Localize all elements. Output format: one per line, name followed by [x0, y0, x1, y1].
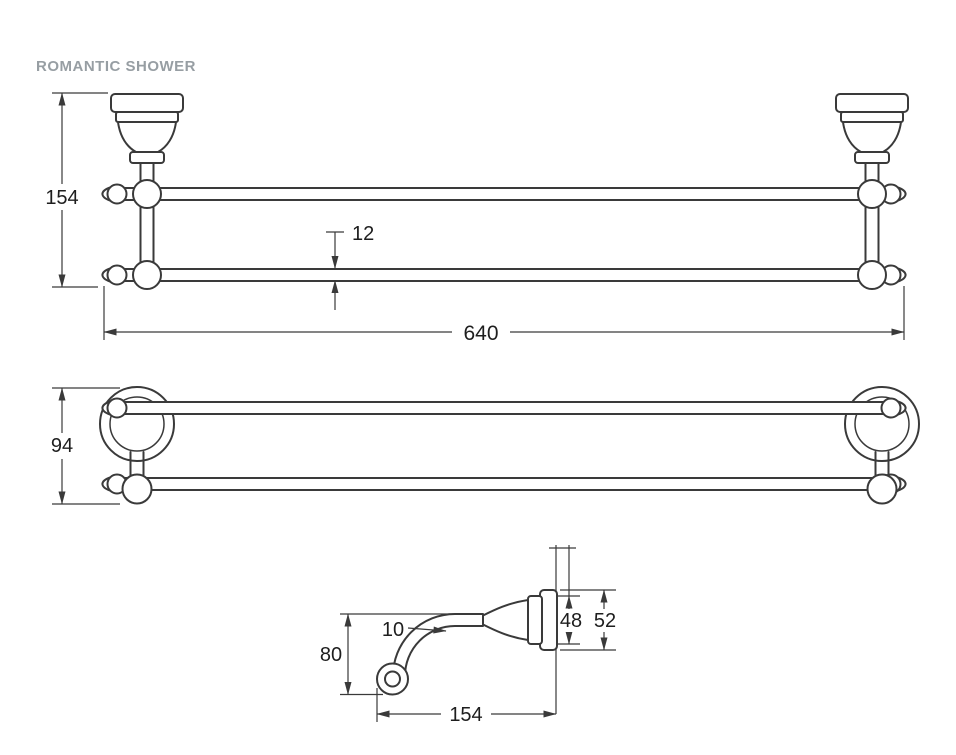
left-wall-mount [110, 93, 184, 263]
plan-view: 94 [43, 386, 920, 505]
post-ball [132, 260, 162, 290]
post-ball [857, 260, 887, 290]
mount-bell [842, 121, 902, 153]
flange-outer [844, 386, 920, 462]
dim-label-80: 80 [320, 644, 342, 666]
post-ball [132, 179, 162, 209]
bottom-rail [101, 473, 907, 495]
dim-label-154: 154 [449, 704, 482, 726]
rail-end-ball [106, 264, 128, 286]
rail-end-ball [106, 397, 128, 419]
dim-label-94: 94 [51, 435, 73, 457]
dim-label-bg [441, 701, 491, 727]
bar-holder-hole [384, 670, 401, 688]
dim-label-bg [314, 643, 347, 668]
rail-body [121, 187, 887, 201]
elevation-view: 154 12 640 [42, 92, 909, 345]
dim-label-bg [42, 184, 82, 210]
dim-label-10: 10 [382, 619, 404, 641]
mount-plate [835, 93, 909, 113]
dim-label-640: 640 [463, 322, 498, 345]
dim-wall-to-bar: 154 [42, 92, 108, 288]
dim-bar-diameter: 12 [326, 223, 374, 310]
side-detail-view: 80 10 48 52 154 [314, 545, 619, 727]
mount-plate [110, 93, 184, 113]
mount-plate-step [115, 111, 179, 123]
drawing-title: ROMANTIC SHOWER [36, 58, 196, 75]
bottom-rail [101, 264, 907, 286]
dim-label-12: 12 [352, 223, 374, 245]
dim-inner-plate: 48 [558, 595, 584, 645]
rail-body [121, 401, 887, 415]
dim-tube-diameter: 10 [382, 619, 447, 641]
dim-label-bg [43, 433, 81, 459]
flange-inner [854, 396, 910, 452]
dim-height: 94 [43, 387, 120, 505]
mount-plate-inner [527, 595, 543, 645]
flange-outer [99, 386, 175, 462]
mount-post [129, 451, 890, 481]
post-ball [857, 179, 887, 209]
dim-label-52: 52 [594, 610, 616, 632]
dim-length: 640 [103, 286, 905, 345]
mount-bell-profile [482, 599, 529, 641]
rail-body [121, 268, 887, 282]
mount-bell [117, 121, 177, 153]
rail-end-ball [880, 397, 902, 419]
right-wall-mount [835, 93, 909, 263]
top-rail [101, 183, 907, 205]
flange-inner [109, 396, 165, 452]
dim-outer-plate: 52 [560, 589, 619, 651]
mount-collar [129, 151, 165, 164]
arm-inner-edge [404, 625, 484, 677]
dim-label-bg [591, 609, 619, 632]
dim-label-48: 48 [560, 610, 582, 632]
dim-drop: 80 [314, 613, 460, 696]
rail-end-ball [106, 183, 128, 205]
dim-label-bg [452, 319, 510, 345]
post-ball [866, 473, 898, 505]
mount-plate-step [840, 111, 904, 123]
dim-label-bg [558, 609, 584, 632]
dim-projection: 154 [376, 688, 557, 727]
mount-post [139, 162, 155, 263]
mount-collar [854, 151, 890, 164]
top-rail [101, 397, 907, 419]
dim-label-154: 154 [45, 187, 78, 209]
leader-arrow [407, 626, 447, 634]
mount-post [864, 162, 880, 263]
rail-body [121, 477, 887, 491]
post-ball [121, 473, 153, 505]
